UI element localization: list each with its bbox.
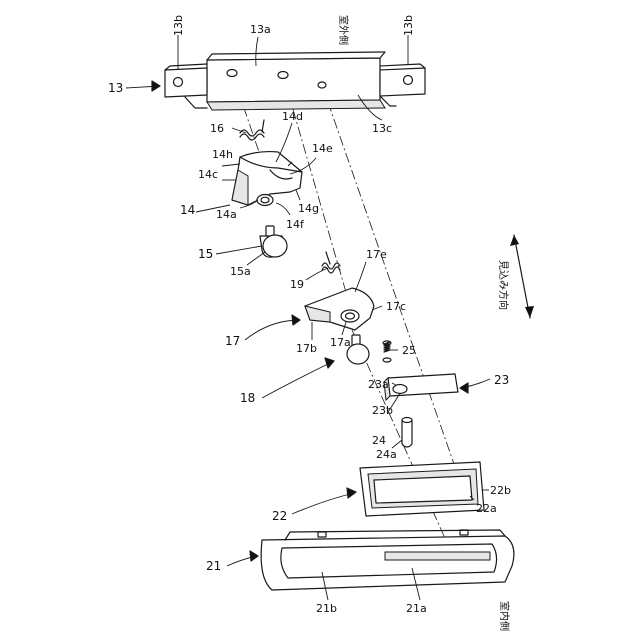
label-13c: 13c xyxy=(372,122,392,135)
label-14c: 14c xyxy=(198,168,218,181)
label-15a: 15a xyxy=(230,265,251,278)
spring-25 xyxy=(383,341,391,362)
slide-block-23 xyxy=(384,374,458,400)
handle-plate-21 xyxy=(261,530,514,590)
label-22b: 22b xyxy=(490,484,511,497)
label-14f: 14f xyxy=(286,218,305,231)
label-14g: 14g xyxy=(298,202,319,215)
bracket-13 xyxy=(165,52,425,110)
direction-label: 見込み方向 xyxy=(497,260,510,310)
label-25: 25 xyxy=(402,344,416,357)
label-14e: 14e xyxy=(312,142,333,155)
label-19: 19 xyxy=(290,278,304,291)
label-14a: 14a xyxy=(216,208,237,221)
label-21b: 21b xyxy=(316,602,337,615)
label-23: 23 xyxy=(494,373,509,387)
label-14d: 14d xyxy=(282,110,303,123)
label-21: 21 xyxy=(206,559,221,573)
label-16: 16 xyxy=(210,122,224,135)
indoor-side-label: 室内側 xyxy=(498,601,511,631)
label-17c: 17c xyxy=(386,300,406,313)
label-21a: 21a xyxy=(406,602,427,615)
direction-arrow xyxy=(510,235,534,318)
outdoor-side-label: 室外側 xyxy=(337,15,350,45)
label-23b: 23b xyxy=(372,404,393,417)
label-17b: 17b xyxy=(296,342,317,355)
label-17e: 17e xyxy=(366,248,387,261)
label-22a: 22a xyxy=(476,502,497,515)
label-15: 15 xyxy=(198,247,213,261)
label-22: 22 xyxy=(272,509,287,523)
label-13a: 13a xyxy=(250,23,271,36)
latch-17 xyxy=(305,288,374,330)
pin-24 xyxy=(402,418,412,448)
label-17a: 17a xyxy=(330,336,351,349)
label-24a: 24a xyxy=(376,448,397,461)
label-23a: 23a xyxy=(368,378,389,391)
lever-14 xyxy=(232,152,302,206)
inner-cup-22 xyxy=(360,462,484,516)
label-24: 24 xyxy=(372,434,386,447)
label-14h: 14h xyxy=(212,148,233,161)
label-17: 17 xyxy=(225,334,240,348)
label-14: 14 xyxy=(180,203,195,217)
spring-16 xyxy=(240,120,264,140)
label-18: 18 xyxy=(240,391,255,405)
label-13: 13 xyxy=(108,81,123,95)
label-13b-left: 13b xyxy=(172,15,185,36)
label-13b-right: 13b xyxy=(402,15,415,36)
